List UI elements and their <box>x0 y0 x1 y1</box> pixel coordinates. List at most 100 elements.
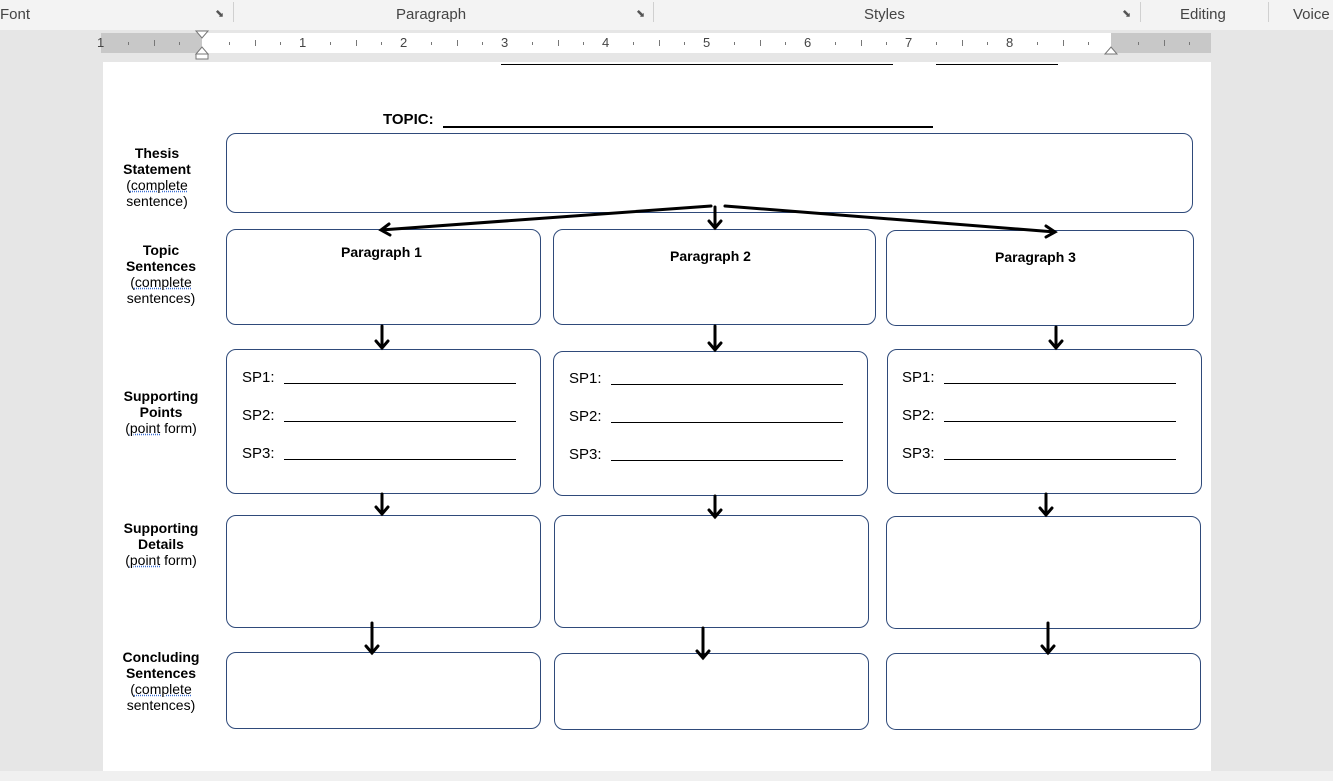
ruler-tick <box>229 42 231 45</box>
ruler-tick <box>330 42 332 45</box>
ribbon-group-voice[interactable]: Voice <box>1293 6 1330 23</box>
supporting-details-box-2[interactable] <box>554 515 869 628</box>
arrow-thesis-to-p3-icon <box>723 204 1058 239</box>
sp1-label: SP1: <box>569 370 602 387</box>
sp1-blank-line[interactable] <box>284 383 516 384</box>
sp2-label: SP2: <box>569 408 602 425</box>
sp2-blank-line[interactable] <box>611 422 843 423</box>
ruler-tick <box>1163 40 1165 46</box>
ruler-number: 3 <box>501 35 509 50</box>
ruler-tick <box>128 42 130 45</box>
right-indent-marker-icon[interactable] <box>1104 43 1118 55</box>
ruler-tick <box>658 40 660 46</box>
arrow-down-icon <box>374 492 390 517</box>
flow-arrows <box>364 204 1064 661</box>
supporting-details-box-3[interactable] <box>886 516 1201 629</box>
paragraph-dialog-launcher-icon[interactable]: ⬊ <box>636 8 646 20</box>
ruler-tick <box>784 42 786 45</box>
arrow-down-icon <box>707 494 723 520</box>
arrow-down-icon <box>1038 492 1054 518</box>
ruler-tick <box>734 42 736 45</box>
ruler-tick <box>178 42 180 45</box>
residual-blank-line <box>501 64 893 65</box>
residual-blank-line <box>936 64 1058 65</box>
sp3-label: SP3: <box>902 445 935 462</box>
sp2-label: SP2: <box>902 407 935 424</box>
ruler-tick <box>1138 42 1140 45</box>
arrow-thesis-to-p2-icon <box>707 205 723 231</box>
ribbon-separator <box>1268 2 1269 22</box>
ruler-tick <box>557 40 559 46</box>
ruler-tick <box>961 40 963 46</box>
topic-blank-line[interactable] <box>443 126 933 128</box>
ruler-tick <box>759 40 761 46</box>
ribbon-separator <box>653 2 654 22</box>
sp3-blank-line[interactable] <box>611 460 843 461</box>
ruler-tick <box>532 42 534 45</box>
ruler-tick <box>986 42 988 45</box>
concluding-sentence-box-2[interactable] <box>554 653 869 730</box>
paragraph-2-box[interactable] <box>553 229 876 325</box>
sp3-blank-line[interactable] <box>944 459 1176 460</box>
ruler-right-margin <box>1111 33 1211 53</box>
ribbon-group-font[interactable]: Font <box>0 6 31 23</box>
ruler-number: 1 <box>299 35 307 50</box>
ribbon-group-paragraph[interactable]: Paragraph <box>396 6 467 23</box>
styles-dialog-launcher-icon[interactable]: ⬊ <box>1122 8 1132 20</box>
sp2-label: SP2: <box>242 407 275 424</box>
sp3-label: SP3: <box>569 446 602 463</box>
arrow-down-icon <box>695 626 711 661</box>
sp2-blank-line[interactable] <box>944 421 1176 422</box>
ruler-tick <box>835 42 837 45</box>
sp2-blank-line[interactable] <box>284 421 516 422</box>
arrow-down-icon <box>1048 325 1064 351</box>
ribbon-separator <box>1140 2 1141 22</box>
ruler-tick <box>153 40 155 46</box>
indent-marker-icon[interactable] <box>195 30 209 60</box>
ruler-tick <box>860 40 862 46</box>
supporting-details-box-1[interactable] <box>226 515 541 628</box>
concluding-sentence-box-3[interactable] <box>886 653 1201 730</box>
ruler-number: 1 <box>97 35 105 50</box>
ribbon-separator <box>233 2 234 22</box>
ruler-tick <box>582 42 584 45</box>
thesis-statement-box[interactable] <box>226 133 1193 213</box>
ribbon-group-labels: Font ⬊ Paragraph ⬊ Styles ⬊ Editing Voic… <box>0 0 1333 30</box>
ruler-number: 4 <box>602 35 610 50</box>
ruler-tick <box>431 42 433 45</box>
sp1-blank-line[interactable] <box>611 384 843 385</box>
ruler-number: 2 <box>400 35 408 50</box>
sp3-label: SP3: <box>242 445 275 462</box>
ruler-number: 5 <box>703 35 711 50</box>
ruler-number: 8 <box>1006 35 1014 50</box>
ribbon-group-styles[interactable]: Styles <box>864 6 905 23</box>
ruler-tick <box>254 40 256 46</box>
ribbon-group-editing[interactable]: Editing <box>1180 6 1226 23</box>
arrow-down-icon <box>374 324 390 351</box>
ruler-tick <box>936 42 938 45</box>
ruler-tick <box>1062 40 1064 46</box>
concluding-sentence-box-1[interactable] <box>226 652 541 729</box>
sp1-blank-line[interactable] <box>944 383 1176 384</box>
ruler-tick <box>481 42 483 45</box>
horizontal-ruler[interactable]: 1 1 2 3 4 5 6 7 8 <box>97 30 1211 60</box>
arrow-down-icon <box>364 621 380 656</box>
paragraph-1-title: Paragraph 1 <box>341 244 422 260</box>
font-dialog-launcher-icon[interactable]: ⬊ <box>215 8 225 20</box>
paragraph-2-title: Paragraph 2 <box>670 248 751 264</box>
ruler-number: 7 <box>905 35 913 50</box>
ruler-tick <box>1037 42 1039 45</box>
arrow-down-icon <box>1040 621 1056 656</box>
supporting-points-box-2[interactable] <box>553 351 868 496</box>
sp3-blank-line[interactable] <box>284 459 516 460</box>
ruler-tick <box>633 42 635 45</box>
ruler-tick <box>279 42 281 45</box>
ruler-tick <box>1087 42 1089 45</box>
ruler-tick <box>1188 42 1190 45</box>
ruler-tick <box>456 40 458 46</box>
sp1-label: SP1: <box>902 369 935 386</box>
